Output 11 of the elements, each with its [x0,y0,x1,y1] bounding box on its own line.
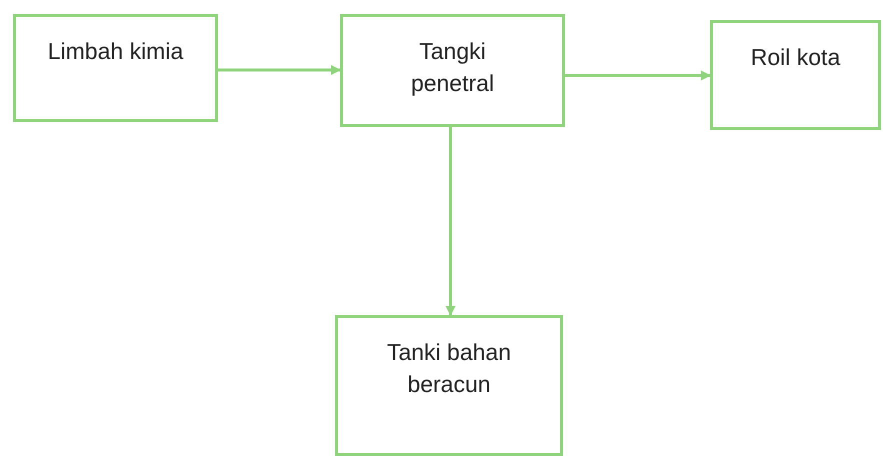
process-box [710,20,881,130]
box-label: Roil kota [750,43,842,72]
box-label: Tangki penetral [410,37,496,98]
arrow [565,70,711,80]
box-label: Tanki bahan beracun [386,338,512,399]
process-box [340,14,565,127]
process-box [13,14,218,122]
arrow [218,65,341,75]
arrow [446,127,456,316]
box-label: Limbah kimia [46,37,184,66]
process-box [335,315,563,456]
